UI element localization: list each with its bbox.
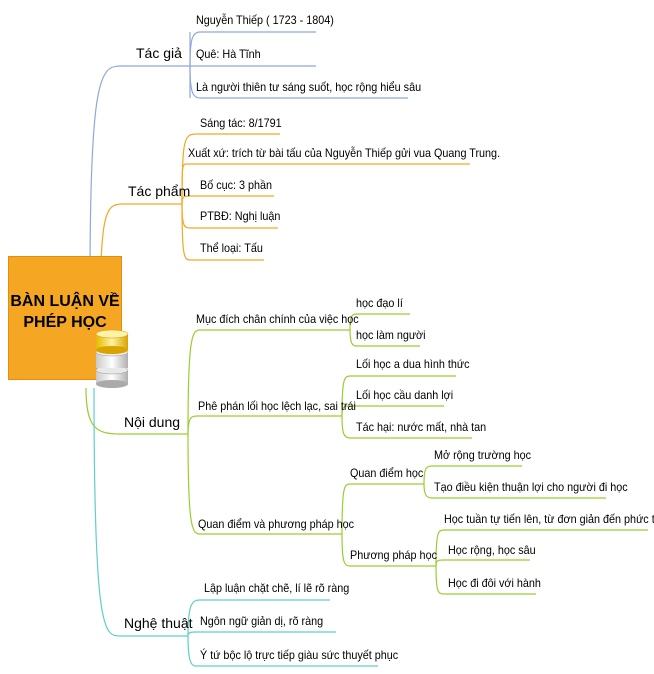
nghe-thuat-item: Ý tứ bộc lộ trực tiếp giàu sức thuyết ph… (200, 648, 399, 662)
branch-nghe-thuat: Nghệ thuật (124, 615, 193, 631)
noi-dung-item: học làm người (356, 328, 426, 342)
noi-dung-item: Mở rộng trường học (434, 448, 532, 462)
nghe-thuat-item: Lập luận chặt chẽ, lí lẽ rõ ràng (204, 581, 350, 595)
tac-pham-item: PTBĐ: Nghị luận (200, 209, 281, 223)
noi-dung-group: Phê phán lối học lệch lạc, sai trái (198, 399, 356, 413)
branch-noi-dung: Nội dung (124, 414, 181, 430)
branch-tac-pham: Tác phẩm (128, 183, 191, 199)
noi-dung-subgroup: Quan điểm học (350, 466, 424, 480)
noi-dung-connectors (85, 313, 648, 595)
noi-dung-group: Mục đích chân chính của việc học (196, 312, 359, 326)
noi-dung-item: Tạo điều kiện thuận lợi cho người đi học (434, 480, 628, 494)
noi-dung-item: Lối học a dua hình thức (356, 357, 470, 371)
noi-dung-item: Học rộng, học sâu (448, 543, 536, 557)
tac-gia-connectors (89, 31, 408, 283)
noi-dung-group: Quan điểm và phương pháp học (198, 517, 355, 531)
root-node: BÀN LUẬN VỀ PHÉP HỌC (8, 256, 122, 380)
nghe-thuat-item: Ngôn ngữ giản dị, rõ ràng (200, 614, 324, 628)
noi-dung-item: học đạo lí (356, 296, 403, 310)
branch-tac-gia: Tác giả (136, 45, 182, 61)
tac-pham-item: Sáng tác: 8/1791 (200, 116, 282, 130)
database-stack-icon (95, 329, 129, 388)
tac-pham-connectors (99, 133, 470, 319)
tac-gia-item: Quê: Hà Tĩnh (196, 47, 261, 61)
noi-dung-item: Tác hại: nước mất, nhà tan (356, 420, 487, 434)
noi-dung-item: Lối học cầu danh lợi (356, 388, 454, 402)
tac-gia-item: Nguyễn Thiếp ( 1723 - 1804) (196, 13, 334, 27)
noi-dung-subgroup: Phương pháp học (350, 548, 437, 562)
tac-pham-item: Xuất xứ: trích từ bài tấu của Nguyễn Thi… (188, 146, 501, 160)
noi-dung-item: Học tuần tự tiến lên, từ đơn giản đến ph… (444, 512, 654, 526)
noi-dung-item: Học đi đôi với hành (448, 576, 541, 590)
tac-pham-item: Thể loại: Tấu (200, 241, 263, 255)
nghe-thuat-connectors (93, 387, 378, 667)
tac-pham-item: Bố cục: 3 phần (200, 178, 273, 192)
tac-gia-item: Là người thiên tư sáng suốt, học rộng hi… (196, 80, 422, 94)
root-title: BÀN LUẬN VỀ PHÉP HỌC (10, 293, 120, 331)
